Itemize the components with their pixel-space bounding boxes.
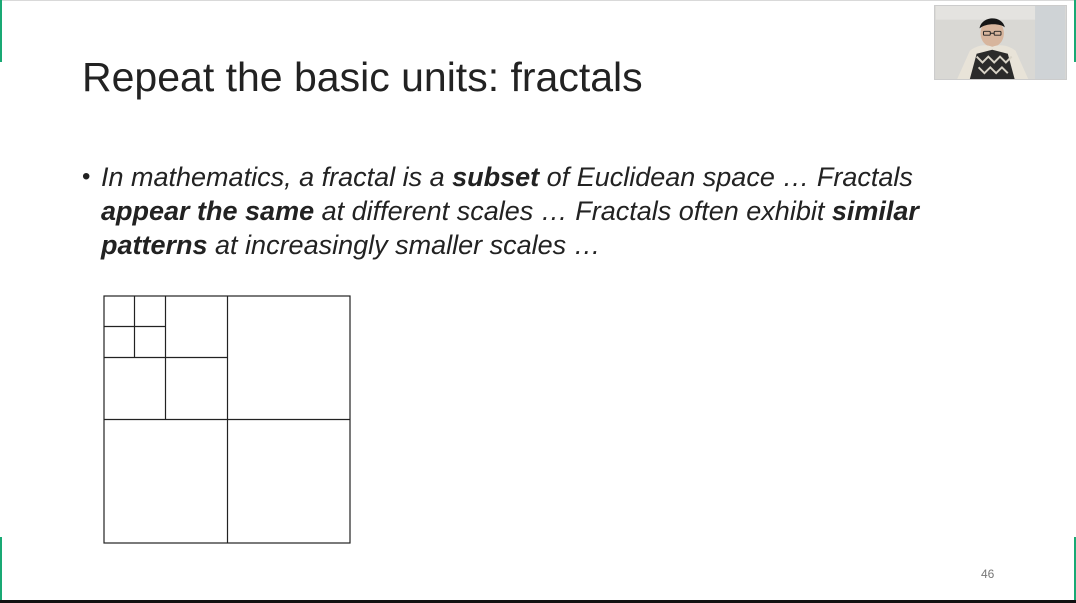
bottom-edge-bar	[0, 600, 1076, 603]
bullet-text: In mathematics, a fractal is a subset of…	[101, 160, 982, 262]
accent-bar-bottom-left	[0, 537, 2, 603]
accent-bar-top-right	[1074, 0, 1076, 62]
bullet-marker: •	[82, 163, 91, 190]
speaker-video-thumbnail	[934, 5, 1067, 80]
accent-bar-bottom-right	[1074, 537, 1076, 603]
bullet-text-segment-7: at increasingly smaller scales …	[207, 230, 601, 260]
bullet-item: • In mathematics, a fractal is a subset …	[82, 160, 982, 262]
slide-page-number: 46	[981, 567, 995, 581]
bullet-text-segment-5: at different scales … Fractals often exh…	[314, 196, 832, 226]
bullet-text-segment-1: In mathematics, a fractal is a	[101, 162, 453, 192]
bullet-text-segment-6-bold: similar patterns	[101, 196, 919, 260]
bullet-text-segment-3: of Euclidean space … Fractals	[539, 162, 913, 192]
bullet-text-segment-4-bold: appear the same	[101, 196, 315, 226]
bullet-text-segment-2-bold: subset	[452, 162, 540, 192]
slide-title: Repeat the basic units: fractals	[82, 54, 643, 100]
accent-bar-top-left	[0, 0, 2, 62]
fractal-square-diagram	[103, 295, 351, 544]
slide-top-edge	[0, 0, 1076, 1]
presenter-image	[935, 6, 1066, 79]
